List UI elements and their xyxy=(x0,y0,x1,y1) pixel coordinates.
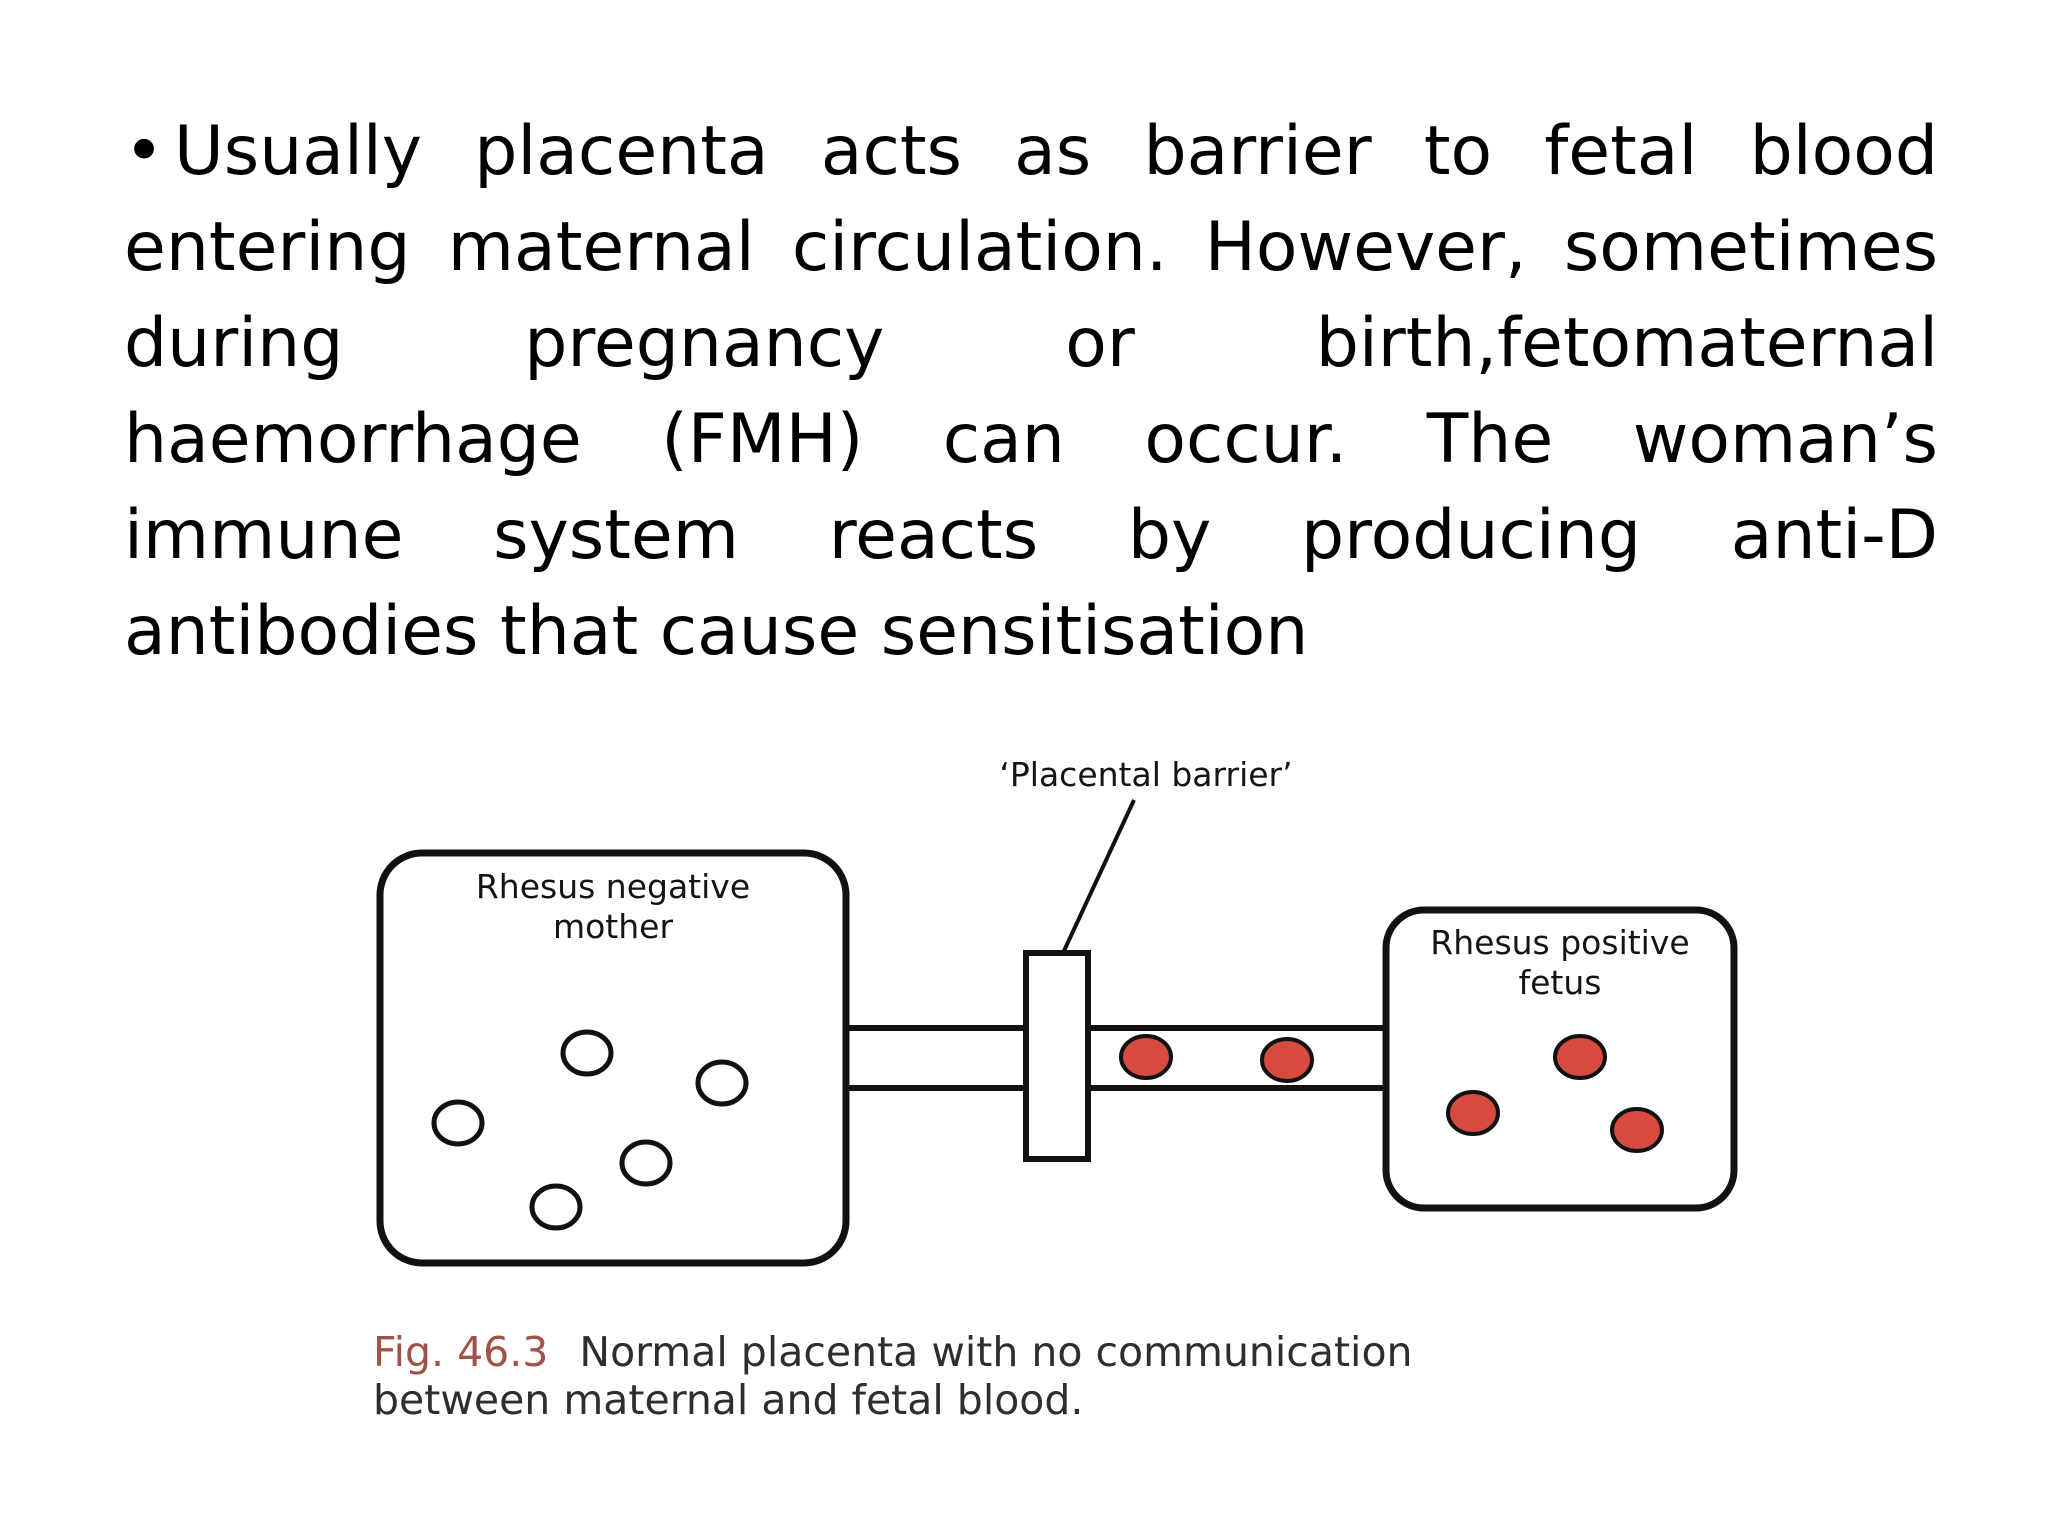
slide-bullet-text: •Usually placenta acts as barrier to fet… xyxy=(124,104,1938,680)
fetal-cell xyxy=(1610,1107,1664,1153)
barrier-pointer-line xyxy=(1061,799,1136,954)
fetus-box xyxy=(1382,906,1738,1212)
bullet-body: Usually placenta acts as barrier to feta… xyxy=(124,112,1938,671)
mother-cell xyxy=(431,1099,485,1147)
fetus-cells xyxy=(1446,1034,1664,1153)
mother-cell xyxy=(529,1183,583,1231)
fetal-cell xyxy=(1119,1034,1173,1080)
mother-label-line1: Rhesus negative xyxy=(476,867,750,906)
mother-label-line2: mother xyxy=(553,907,673,946)
connecting-tube xyxy=(846,1025,1386,1091)
fetal-cell xyxy=(1446,1090,1500,1136)
mother-cell xyxy=(619,1139,673,1187)
mother-cell xyxy=(560,1029,614,1077)
mother-cell xyxy=(695,1059,749,1107)
fetus-label-line1: Rhesus positive xyxy=(1430,923,1689,962)
caption-text-line1: Normal placenta with no communication xyxy=(579,1328,1412,1376)
bullet-icon: • xyxy=(124,112,165,191)
barrier-label: ‘Placental barrier’ xyxy=(999,755,1292,794)
figure-caption-line1: Fig. 46.3 Normal placenta with no commun… xyxy=(373,1328,1413,1376)
fetal-cell xyxy=(1553,1034,1607,1080)
fetal-cell xyxy=(1260,1037,1314,1083)
tube-fetal-cells xyxy=(1119,1034,1314,1083)
mother-cells xyxy=(431,1029,749,1231)
mother-box xyxy=(376,849,850,1267)
placental-barrier xyxy=(1023,950,1091,1162)
fetus-label-line2: fetus xyxy=(1519,963,1602,1002)
figure-caption-line2: between maternal and fetal blood. xyxy=(373,1376,1083,1424)
figure-number: Fig. 46.3 xyxy=(373,1328,548,1376)
